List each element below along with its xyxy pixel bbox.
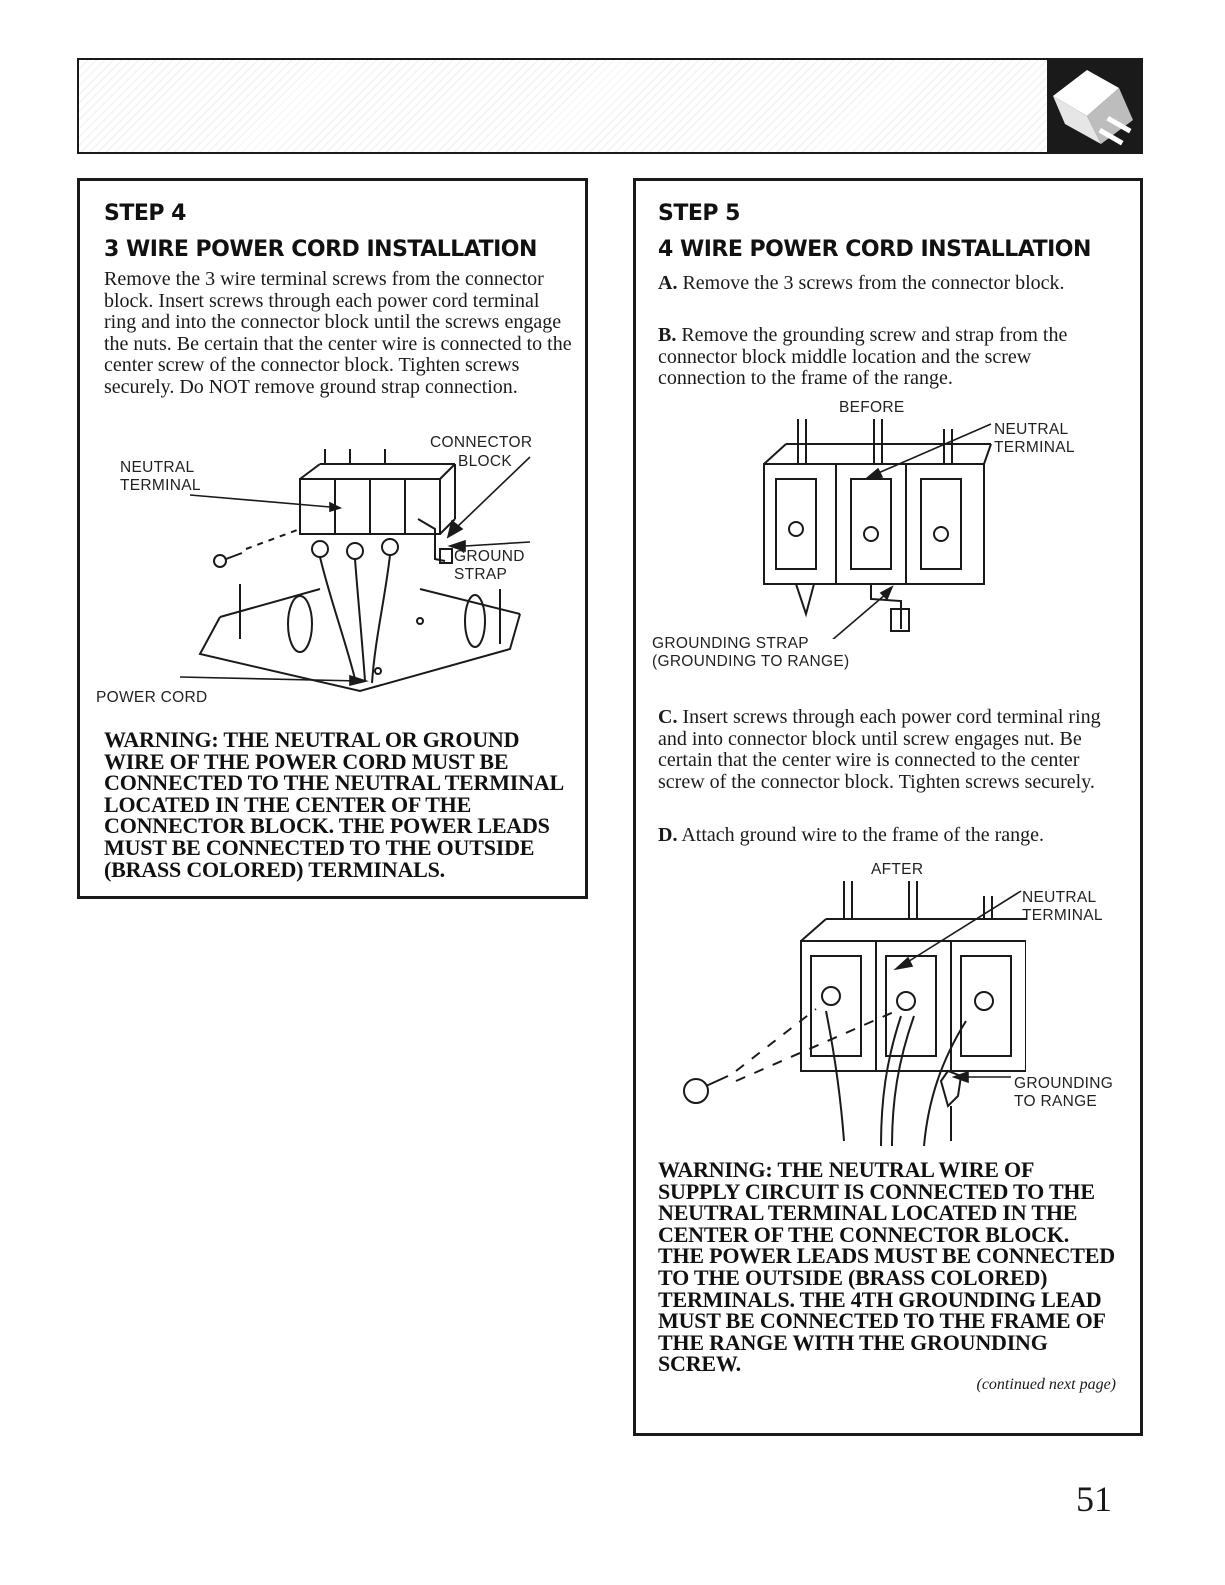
- ground-strap-label-1: GROUND: [454, 548, 525, 565]
- before-neutral-label-2: TERMINAL: [994, 439, 1075, 456]
- after-label: AFTER: [871, 861, 924, 878]
- continued-note: (continued next page): [976, 1376, 1117, 1393]
- after-neutral-label-1: NEUTRAL: [1022, 889, 1097, 906]
- header-band: [77, 58, 1143, 154]
- step5-text-b: Remove the grounding screw and strap fro…: [658, 324, 1068, 389]
- ground-strap-label-2: STRAP: [454, 566, 508, 583]
- step5-label: STEP 5: [658, 201, 740, 226]
- step5-item-c: C. Insert screws through each power cord…: [658, 706, 1118, 793]
- step5-item-a: A. Remove the 3 screws from the connecto…: [658, 272, 1118, 295]
- step4-label: STEP 4: [104, 201, 186, 226]
- before-neutral-label-1: NEUTRAL: [994, 421, 1069, 438]
- step4-warning: WARNING: THE NEUTRAL OR GROUND WIRE OF T…: [104, 727, 563, 882]
- step5-marker-d: D.: [658, 824, 678, 846]
- grounding-to-range-label-1: GROUNDING: [1014, 1075, 1114, 1092]
- grounding-to-range-label-2: TO RANGE: [1014, 1093, 1098, 1110]
- step5-item-d: D. Attach ground wire to the frame of th…: [658, 824, 1138, 847]
- neutral-terminal-label-1: NEUTRAL: [120, 459, 195, 476]
- step5-text-a: Remove the 3 screws from the connector b…: [682, 272, 1065, 294]
- step4-panel: STEP 4 3 WIRE POWER CORD INSTALLATION Re…: [77, 178, 588, 899]
- step5-title: 4 WIRE POWER CORD INSTALLATION: [658, 237, 1091, 262]
- connector-block-label-1: CONNECTOR: [430, 434, 533, 451]
- step4-connector-diagram: [180, 449, 531, 693]
- grounding-strap-label-1: GROUNDING STRAP: [652, 635, 809, 652]
- step5-text-d: Attach ground wire to the frame of the r…: [681, 824, 1044, 846]
- power-plug-icon: [1047, 58, 1143, 154]
- step5-marker-b: B.: [658, 324, 677, 346]
- step5-marker-c: C.: [658, 706, 678, 728]
- page-number: 51: [1076, 1479, 1112, 1519]
- before-label: BEFORE: [839, 399, 905, 416]
- step5-text-c: Insert screws through each power cord te…: [658, 706, 1101, 793]
- step5-warning: WARNING: THE NEUTRAL WIRE OF SUPPLY CIRC…: [658, 1157, 1115, 1377]
- step4-body: Remove the 3 wire terminal screws from t…: [104, 268, 572, 398]
- step4-title: 3 WIRE POWER CORD INSTALLATION: [104, 237, 537, 262]
- connector-block-label-2: BLOCK: [458, 453, 513, 470]
- step5-item-b: B. Remove the grounding screw and strap …: [658, 324, 1118, 390]
- power-cord-label: POWER CORD: [96, 689, 208, 706]
- after-connector-diagram: [683, 881, 1026, 1147]
- after-neutral-label-2: TERMINAL: [1022, 907, 1103, 924]
- before-connector-diagram: [763, 419, 992, 639]
- neutral-terminal-label-2: TERMINAL: [120, 477, 201, 494]
- grounding-strap-label-2: (GROUNDING TO RANGE): [652, 653, 850, 670]
- step5-panel: STEP 5 4 WIRE POWER CORD INSTALLATION A.…: [633, 178, 1143, 1436]
- step5-marker-a: A.: [658, 272, 678, 294]
